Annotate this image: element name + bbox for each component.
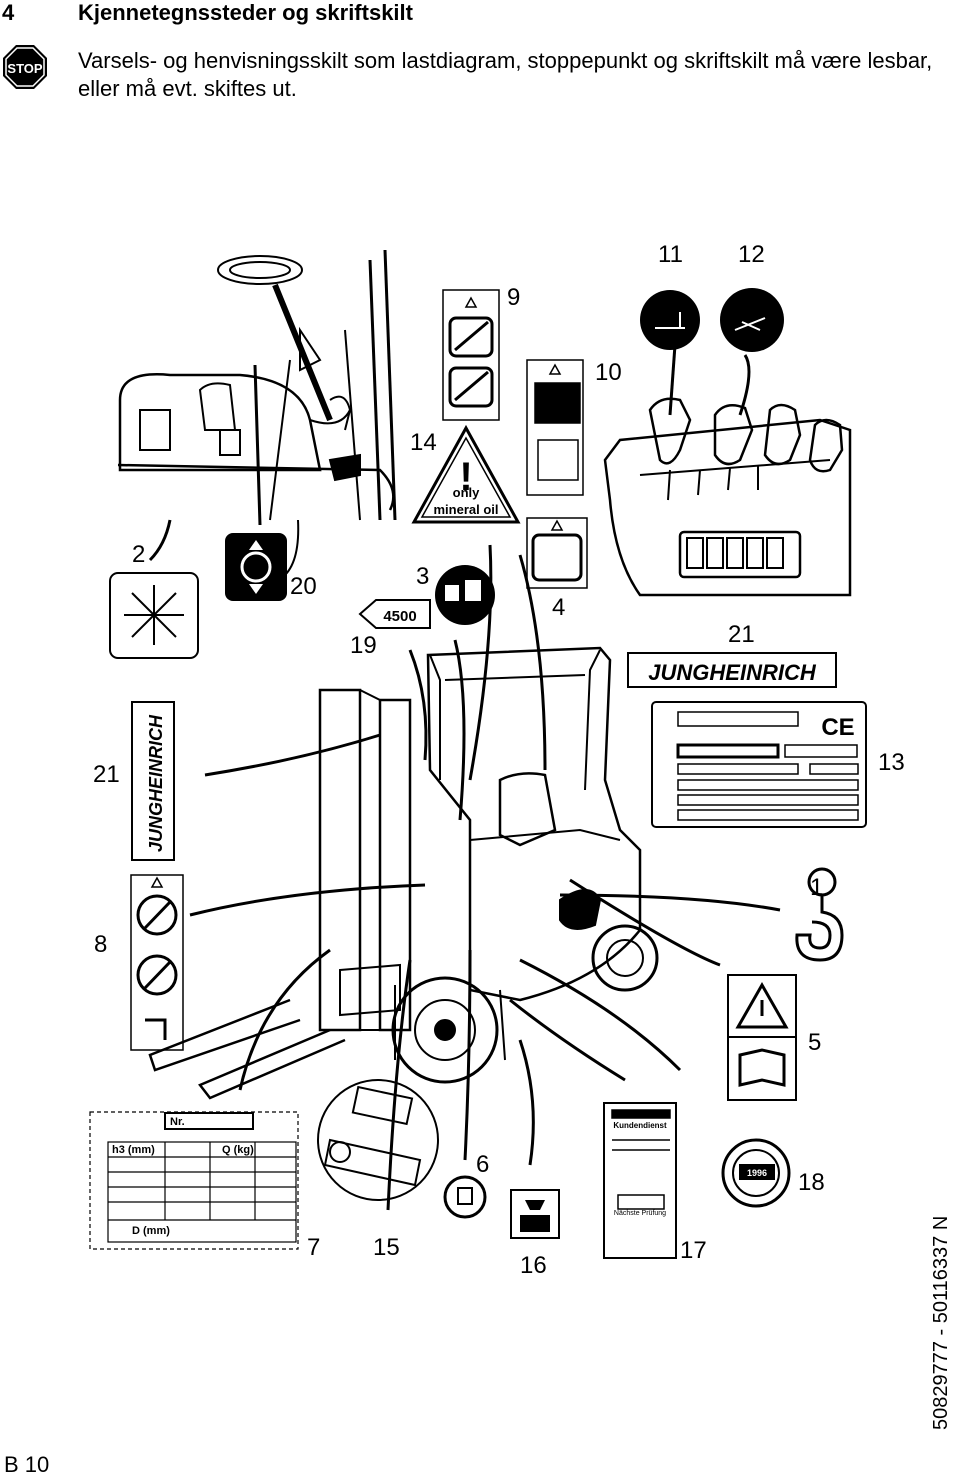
callout-12: 12 [738,241,765,268]
svg-text:Nr.: Nr. [170,1116,185,1128]
label-20-sticker [225,533,287,601]
svg-text:Nächste Prüfung: Nächste Prüfung [614,1210,666,1217]
label-5-panel [727,974,797,1101]
dashboard-scene [117,249,397,521]
page-title: Kjennetegnssteder og skriftskilt [78,0,413,25]
callout-1: 1 [810,874,823,901]
svg-text:JUNGHEINRICH: JUNGHEINRICH [146,714,166,852]
svg-text:!: ! [459,455,472,499]
label-13-data-plate: CE [651,701,867,828]
label-15-inset [317,1079,439,1201]
label-18-seal: 1996 [721,1138,791,1208]
control-panel-scene [603,397,852,597]
svg-text:CE: CE [821,714,854,741]
callout-3: 3 [416,563,429,590]
callout-13: 13 [878,749,905,776]
callout-21-left: 21 [93,761,120,788]
svg-text:only: only [453,485,480,500]
label-19-capacity: 4500 [358,599,431,629]
callout-4: 4 [552,594,565,621]
document-number: 50829777 - 50116337 N [930,1215,952,1430]
forklift-scene [148,646,659,1100]
page-number: B 10 [4,1452,50,1477]
label-4-panel [526,517,588,589]
callout-6: 6 [476,1151,489,1178]
svg-text:Q (kg): Q (kg) [222,1144,254,1156]
callout-7: 7 [307,1234,320,1261]
callout-19: 19 [350,632,377,659]
callout-15: 15 [373,1234,400,1261]
callout-10: 10 [595,359,622,386]
label-21-brand-horizontal: JUNGHEINRICH [627,652,837,688]
label-11-disc [640,290,700,350]
svg-text:D (mm): D (mm) [132,1225,170,1237]
callout-8: 8 [94,931,107,958]
label-17-service-sticker: Kundendienst Nächste Prüfung [603,1102,677,1259]
callout-11: 11 [658,241,683,268]
svg-text:Kundendienst: Kundendienst [613,1121,667,1130]
callout-21-right: 21 [728,621,755,648]
section-number: 4 [2,0,15,25]
label-2-sticker [109,572,199,659]
label-6-disc [443,1175,487,1219]
callout-2: 2 [132,541,145,568]
label-10-panel [526,359,584,496]
callout-18: 18 [798,1169,825,1196]
svg-text:mineral oil: mineral oil [433,502,498,517]
label-8-panel [130,874,184,1051]
callout-5: 5 [808,1029,821,1056]
svg-text:4500: 4500 [383,608,416,625]
stop-word: STOP [7,61,42,76]
label-16-sticker [510,1189,560,1239]
label-1-hook-icon [795,867,844,962]
callout-14: 14 [410,429,437,456]
callout-17: 17 [680,1237,707,1264]
callout-9: 9 [507,284,520,311]
oil-warning-sign: ! only mineral oil [411,424,521,524]
callout-16: 16 [520,1252,547,1279]
label-21-brand-vertical: JUNGHEINRICH [131,701,175,861]
label-12-disc [720,288,784,352]
warning-text: Varsels- og henvisningsskilt som lastdia… [78,48,933,101]
label-9-panel [442,289,500,421]
svg-text:JUNGHEINRICH: JUNGHEINRICH [648,660,817,685]
svg-text:1996: 1996 [747,1168,767,1178]
svg-text:h3 (mm): h3 (mm) [112,1144,155,1156]
label-7-load-table: Nr. h3 (mm) Q (kg) D (mm) [89,1111,299,1250]
callout-20: 20 [290,573,317,600]
stop-sign-icon: STOP [2,44,48,90]
